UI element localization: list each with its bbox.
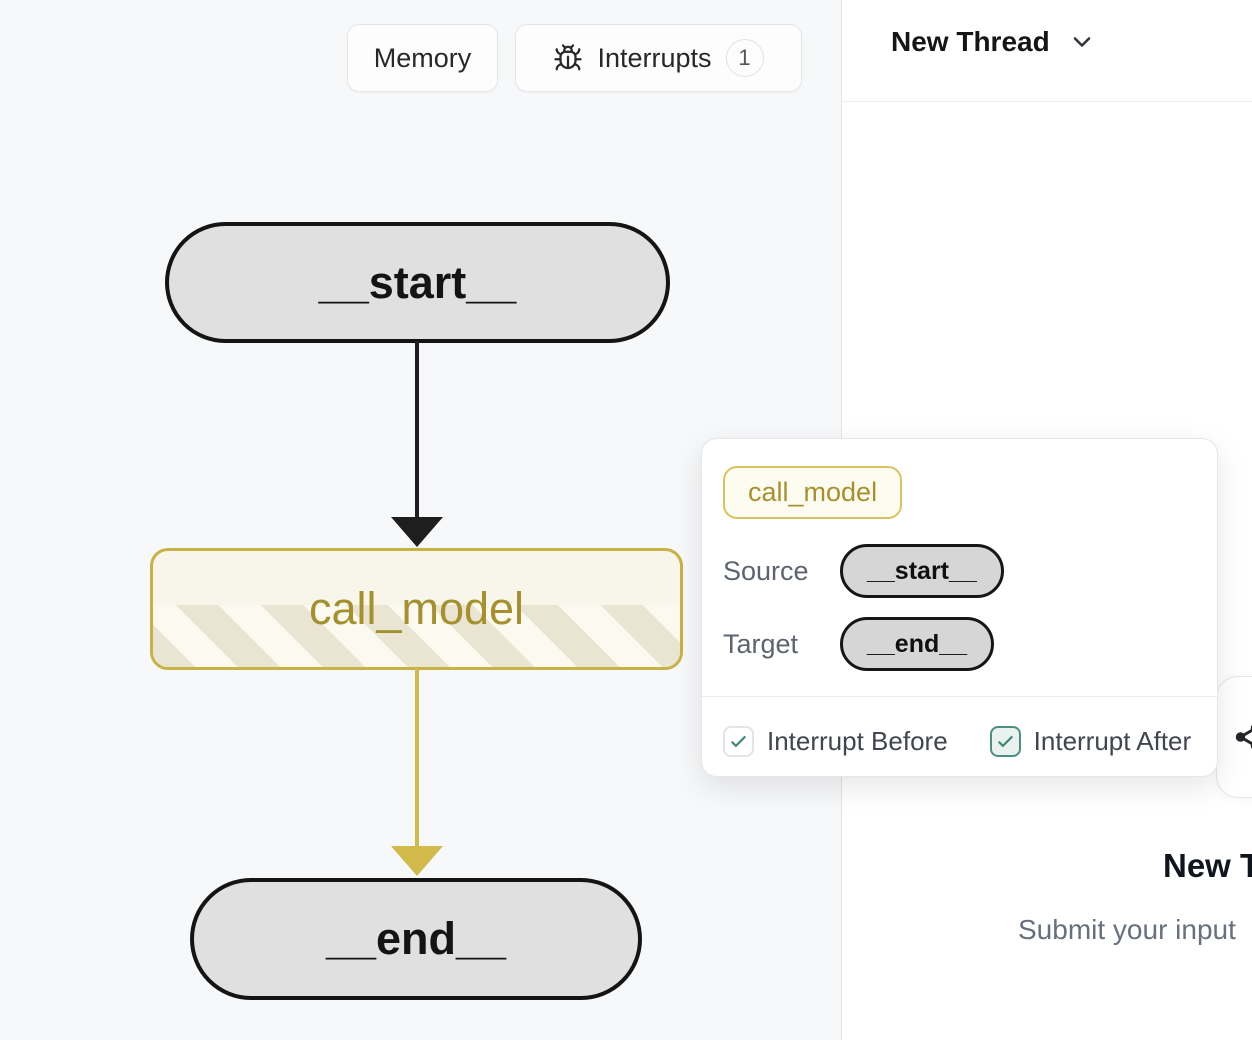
node-call-model-label: call_model <box>308 583 525 634</box>
popover-divider <box>702 696 1217 697</box>
active-node-stripes <box>153 605 680 667</box>
node-end-label: __end__ <box>325 913 507 964</box>
interrupt-options-row: Interrupt Before Interrupt After <box>723 725 1191 757</box>
arrowhead-yellow-icon <box>391 846 443 876</box>
target-value-pill: __end__ <box>840 617 995 671</box>
popover-source-row: Source __start__ <box>723 543 1004 599</box>
bug-icon <box>553 43 583 73</box>
interrupt-before-checkbox[interactable] <box>723 725 754 757</box>
memory-button[interactable]: Memory <box>347 24 498 92</box>
node-start-label: __start__ <box>318 256 517 308</box>
arrowhead-dark-icon <box>391 517 443 547</box>
interrupts-button-label: Interrupts <box>597 42 712 73</box>
interrupt-after-checkbox[interactable] <box>989 725 1021 757</box>
interrupts-count-badge: 1 <box>725 39 764 77</box>
interrupt-after-label[interactable]: Interrupt After <box>1033 725 1192 756</box>
edge-callmodel-to-end <box>415 668 419 848</box>
side-partial-button[interactable] <box>1216 676 1252 798</box>
node-details-popover: call_model Source __start__ Target __end… <box>701 438 1218 777</box>
memory-button-label: Memory <box>373 42 472 73</box>
interrupts-button[interactable]: Interrupts 1 <box>515 24 802 92</box>
share-icon <box>1233 722 1252 752</box>
graph-node-start[interactable]: __start__ <box>165 222 670 343</box>
thread-selector-label: New Thread <box>891 26 1050 57</box>
chevron-down-icon <box>1068 28 1096 56</box>
graph-canvas[interactable]: Memory Interrupts 1 __start__ call_model… <box>0 0 841 1040</box>
graph-node-call-model[interactable]: call_model <box>150 548 683 670</box>
interrupt-before-label[interactable]: Interrupt Before <box>767 725 948 756</box>
popover-node-chip: call_model <box>723 466 903 519</box>
thread-selector-dropdown[interactable]: New Thread <box>891 26 1096 58</box>
source-value-pill: __start__ <box>840 544 1004 598</box>
thread-panel-header: New Thread <box>842 0 1252 102</box>
popover-target-row: Target __end__ <box>723 616 995 672</box>
graph-node-end[interactable]: __end__ <box>190 878 642 1000</box>
source-label: Source <box>723 555 809 586</box>
target-label: Target <box>723 628 799 659</box>
thread-empty-title: New Thread <box>1163 847 1252 884</box>
thread-empty-subtitle: Submit your input <box>1018 914 1236 945</box>
edge-start-to-callmodel <box>415 341 419 518</box>
